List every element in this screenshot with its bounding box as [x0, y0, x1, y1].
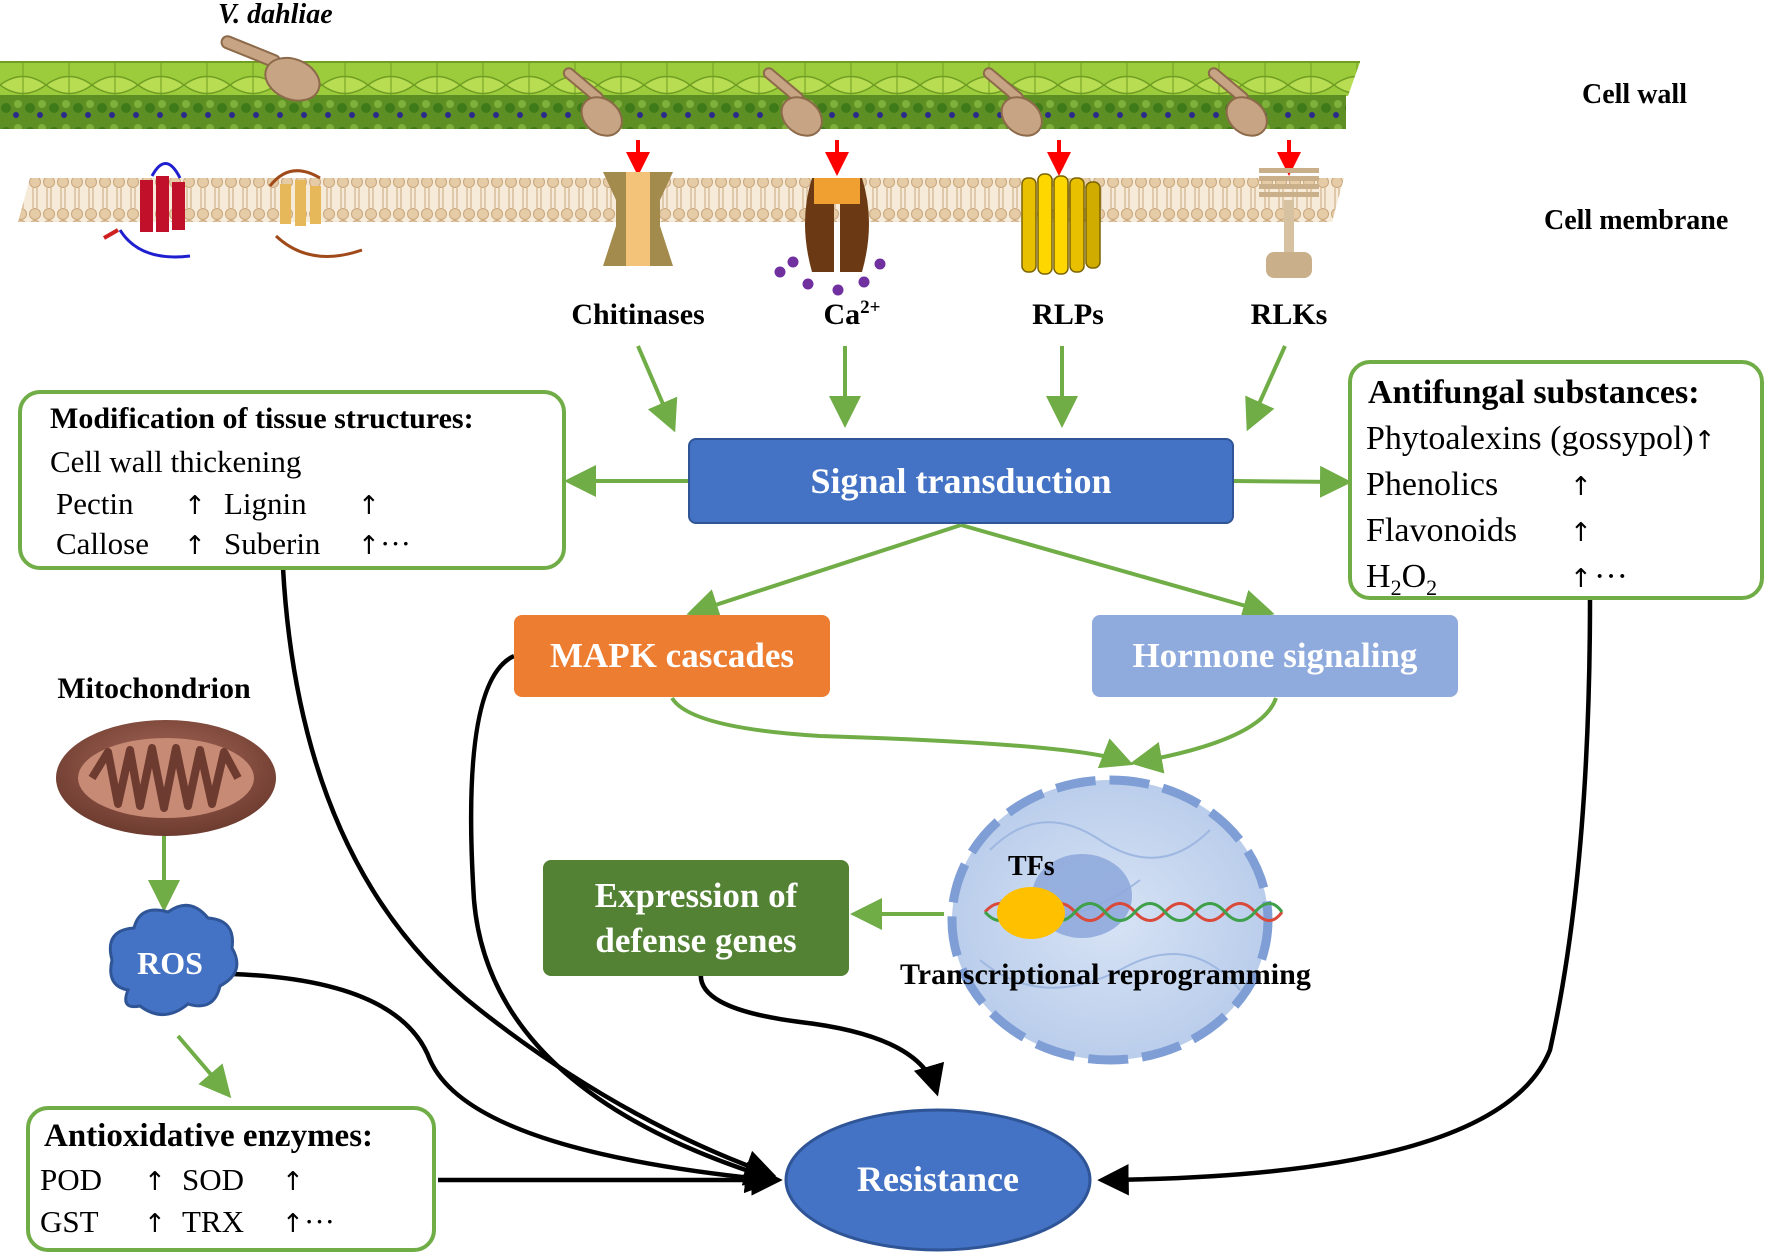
tissue-box-title: Modification of tissue structures: [50, 402, 474, 435]
up-arrow-icon: ↑ [1570, 564, 1592, 594]
up-arrow-icon: ↑ [1570, 518, 1592, 548]
h2o2-sub-1: 2 [1390, 574, 1402, 600]
rlps-label: RLPs [1032, 298, 1104, 331]
spore-icon [562, 67, 623, 137]
suberin-label: Suberin [224, 526, 321, 561]
callose-label: Callose [56, 526, 149, 561]
up-arrow-icon: ↑ [1693, 426, 1716, 456]
rlp-icon [1021, 173, 1101, 275]
lignin-label: Lignin [224, 486, 307, 521]
up-arrow-icon: ↑ [282, 1167, 304, 1197]
calcium-label: Ca2+ [823, 297, 881, 331]
phytoalexins-label: Phytoalexins (gossypol) [1366, 420, 1694, 457]
flavonoids-label: Flavonoids [1366, 512, 1518, 549]
h2o2-h: H [1366, 558, 1391, 595]
expression-defense-genes-node: Expression of defense genes [543, 860, 849, 976]
black-arrows [231, 567, 1593, 1196]
expression-line-1: Expression of [594, 875, 798, 915]
h2o2-sub-2: 2 [1426, 574, 1438, 600]
mitochondrion-icon [56, 720, 276, 836]
antiox-row-1: POD ↑ SOD ↑ [40, 1162, 304, 1198]
ros-cloud-icon [108, 903, 239, 1016]
membrane-protein-icon [103, 162, 191, 259]
expression-line-2: defense genes [595, 921, 797, 960]
red-arrows [626, 140, 1301, 176]
gst-label: GST [40, 1204, 99, 1239]
signal-transduction-label: Signal transduction [810, 461, 1112, 501]
phenolics-label: Phenolics [1366, 466, 1499, 503]
ellipsis: ··· [304, 1204, 335, 1239]
h2o2-o: O [1401, 558, 1427, 595]
resistance-node-shape [784, 1108, 1092, 1252]
chitinase-icon [603, 172, 673, 266]
ellipsis: ··· [1594, 558, 1628, 595]
tfs-label: TFs [1008, 851, 1055, 882]
antifungal-box-title: Antifungal substances: [1368, 374, 1700, 411]
calcium-channel-icon [774, 178, 886, 296]
pod-label: POD [40, 1162, 103, 1197]
up-arrow-icon: ↑ [184, 531, 206, 561]
up-arrow-icon: ↑ [144, 1167, 166, 1197]
up-arrow-icon: ↑ [282, 1209, 304, 1239]
up-arrow-icon: ↑ [184, 491, 206, 521]
h2o2-label: H2O2 [1366, 558, 1570, 601]
ellipsis: ··· [380, 526, 411, 561]
mapk-node: MAPK cascades [514, 615, 830, 697]
chitinases-label: Chitinases [571, 298, 705, 331]
spore-icon [220, 35, 321, 102]
spore-icon [1207, 67, 1268, 137]
mitochondrion-label: Mitochondrion [57, 672, 251, 705]
rlk-icon [1259, 168, 1319, 278]
calcium-symbol: Ca [823, 298, 861, 331]
rlks-label: RLKs [1250, 298, 1328, 331]
spore-icon [762, 67, 823, 137]
hormone-signaling-node: Hormone signaling [1092, 615, 1458, 697]
ros-label: ROS [137, 945, 203, 981]
green-arrows [148, 345, 1352, 1099]
sod-label: SOD [182, 1162, 245, 1197]
tissue-structures-box: Modification of tissue structures: Cell … [18, 390, 566, 570]
cell-wall-band [0, 61, 1360, 129]
antifungal-row-flavonoids: Flavonoids ↑ [1366, 512, 1592, 550]
trx-label: TRX [182, 1204, 244, 1239]
calcium-charge: 2+ [860, 297, 881, 318]
tissue-line-cell-wall: Cell wall thickening [50, 444, 302, 479]
pathogen-label: V. dahliae [218, 0, 333, 30]
hormone-signaling-label: Hormone signaling [1132, 636, 1418, 675]
antiox-row-2: GST↑TRX↑··· [40, 1204, 335, 1240]
membrane-protein-icon [268, 169, 363, 258]
resistance-label: Resistance [857, 1159, 1019, 1199]
cell-membrane-band [18, 178, 1344, 222]
tissue-row-2: Callose↑Suberin↑··· [56, 526, 411, 562]
up-arrow-icon: ↑ [358, 491, 380, 521]
cell-membrane-label: Cell membrane [1544, 205, 1729, 236]
antiox-box-title: Antioxidative enzymes: [44, 1118, 374, 1154]
antifungal-row-h2o2: H2O2↑··· [1366, 558, 1628, 601]
antifungal-row-phytoalexins: Phytoalexins (gossypol)↑ [1366, 420, 1716, 458]
pectin-label: Pectin [56, 486, 134, 521]
up-arrow-icon: ↑ [358, 531, 380, 561]
antifungal-box: Antifungal substances: Phytoalexins (gos… [1348, 360, 1764, 600]
antioxidative-enzymes-box: Antioxidative enzymes: POD ↑ SOD ↑ GST ↑ TRX ↑… [26, 1106, 436, 1252]
mapk-label: MAPK cascades [550, 636, 794, 675]
signal-transduction-node: Signal transduction [688, 438, 1234, 524]
spore-icon [982, 67, 1043, 137]
tissue-row-1: Pectin ↑ Lignin ↑ [56, 486, 380, 522]
up-arrow-icon: ↑ [144, 1209, 166, 1239]
cell-wall-label: Cell wall [1582, 79, 1687, 110]
transcriptional-reprogramming-label: Transcriptional reprogramming [900, 958, 1311, 991]
nucleus-icon [947, 775, 1284, 1065]
up-arrow-icon: ↑ [1570, 472, 1592, 502]
antifungal-row-phenolics: Phenolics ↑ [1366, 466, 1592, 504]
